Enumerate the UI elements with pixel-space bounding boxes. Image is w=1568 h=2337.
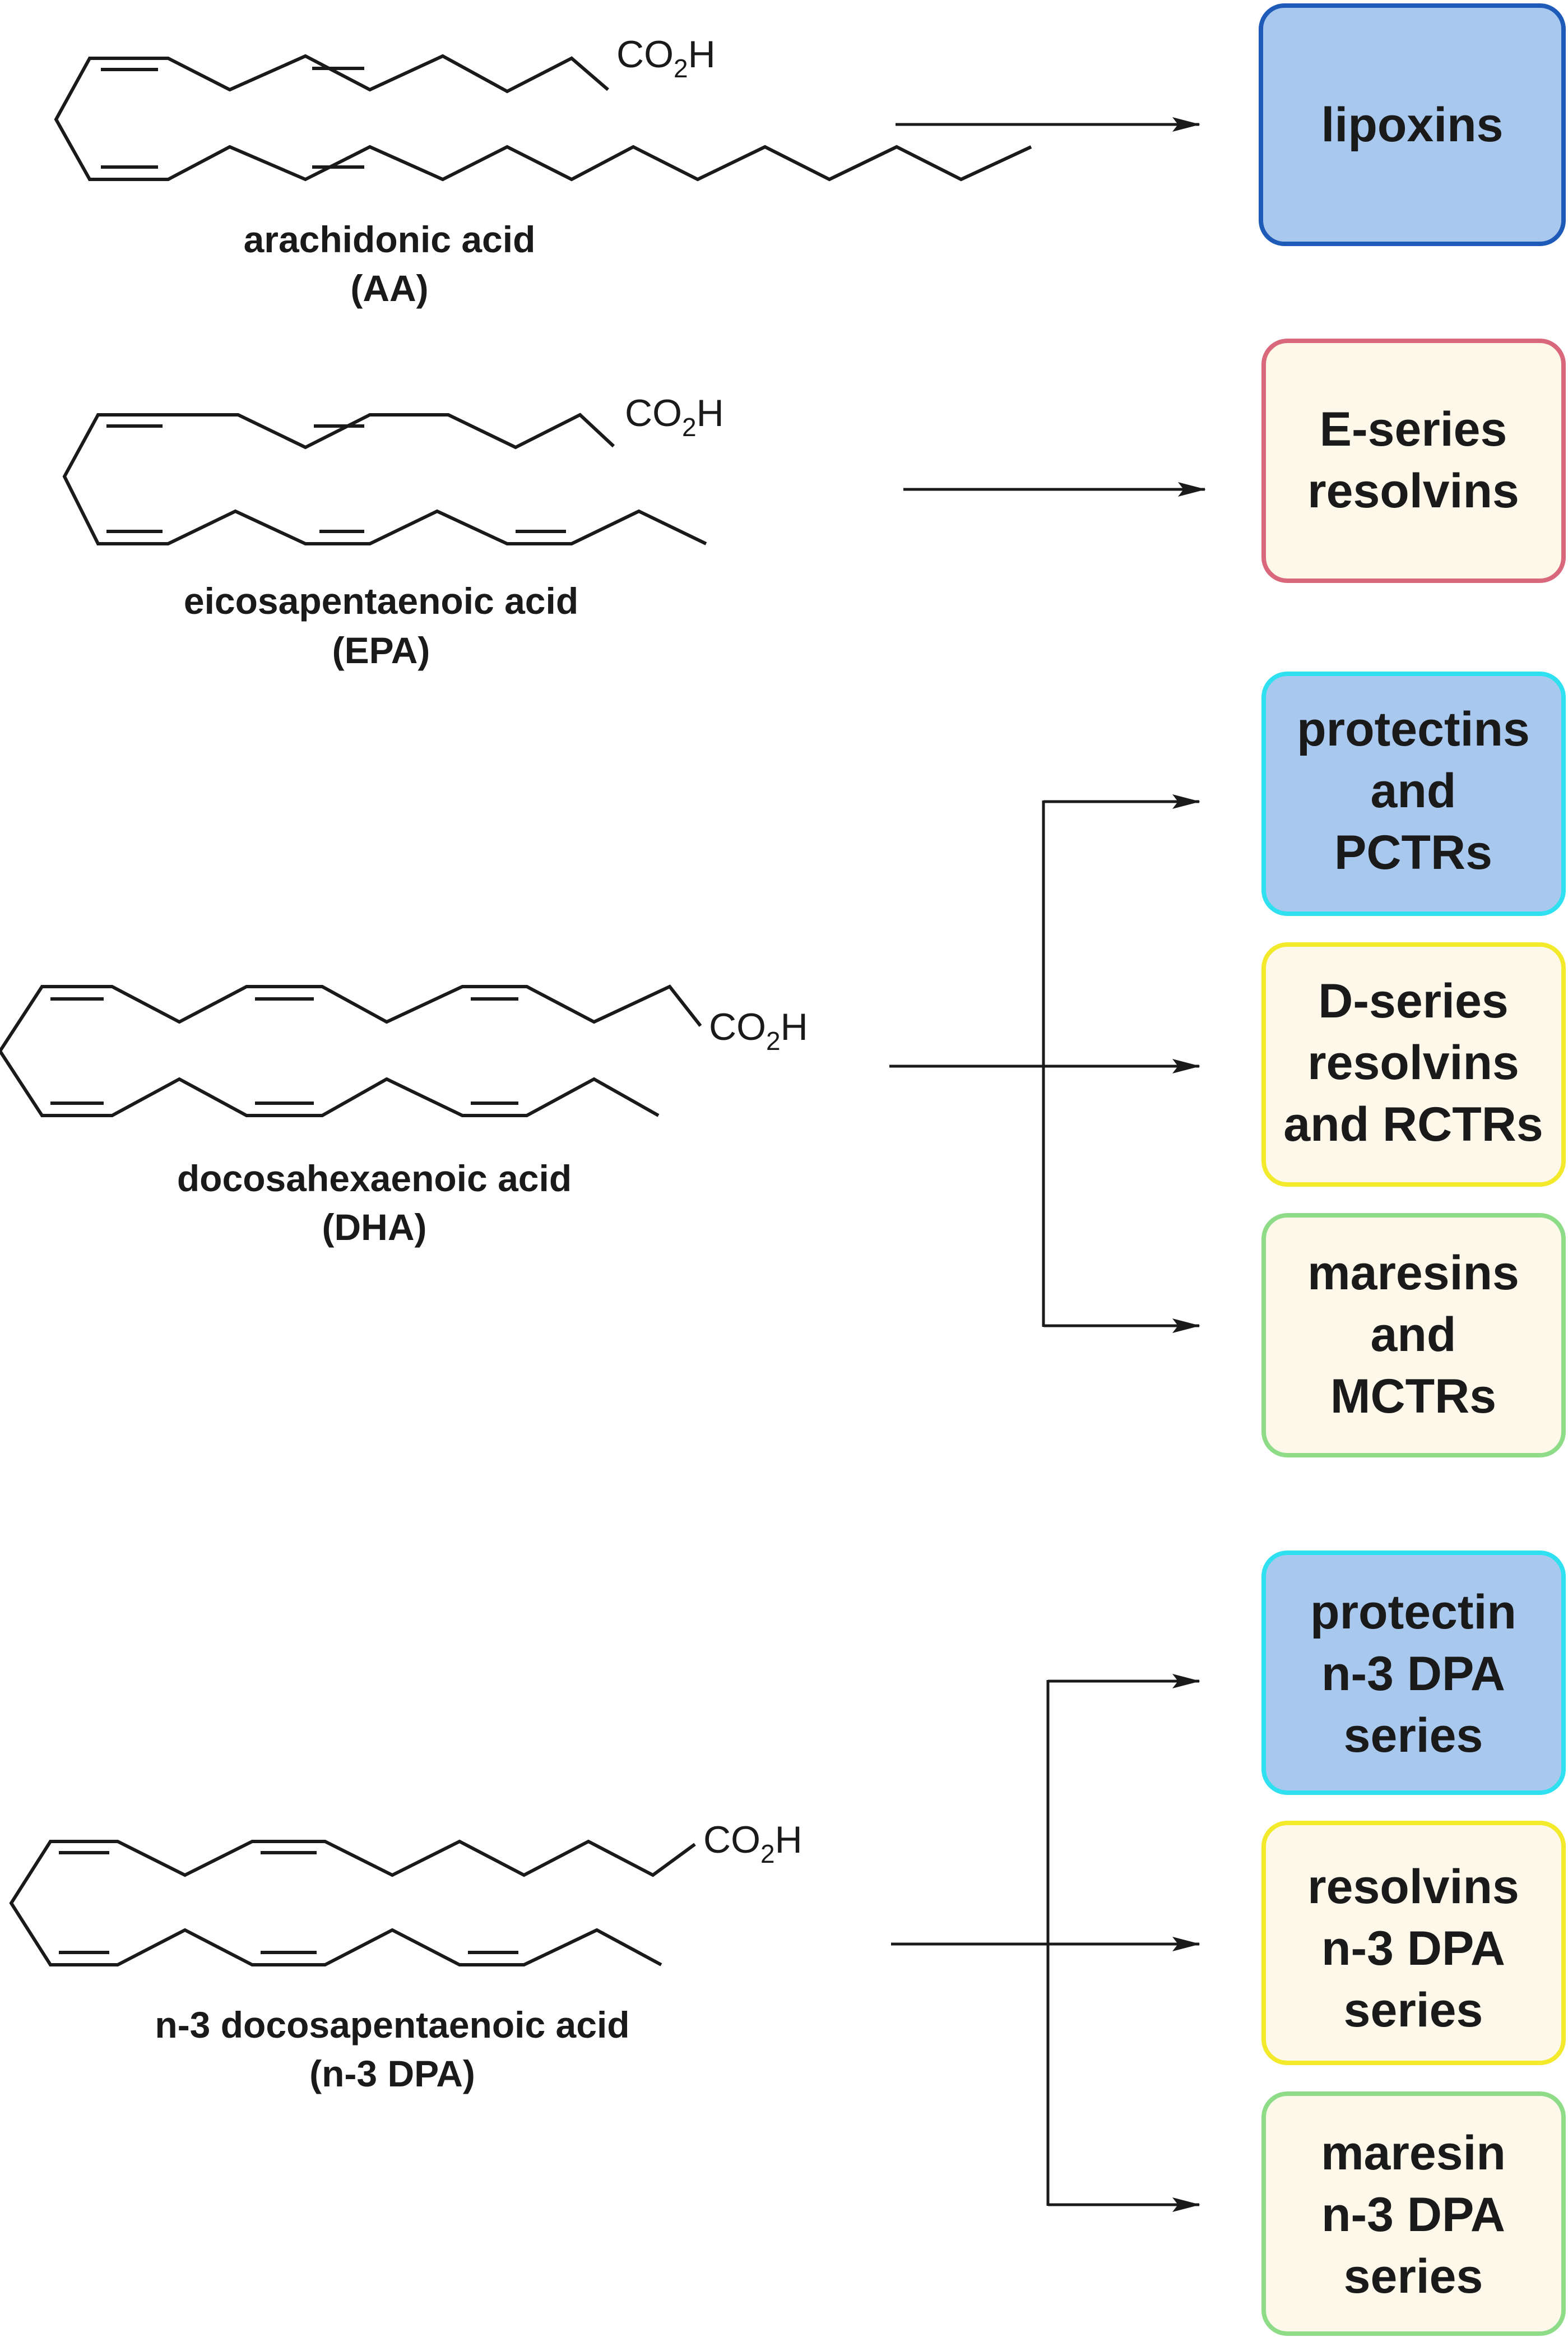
box-maresins-line-2: and (1371, 1308, 1456, 1362)
box-maresin-dpa-frame (1261, 2091, 1566, 2336)
epa-double-bond-lines (106, 424, 566, 533)
dpa-abbreviation: (n-3 DPA) (309, 2053, 475, 2094)
box-resolvins-dpa-line-1: resolvins (1307, 1860, 1519, 1914)
box-resolvins-dpa-line-3: series (1344, 1983, 1483, 2037)
product-boxes: lipoxins E-series resolvins protectins a… (1259, 3, 1566, 2336)
box-lipoxins-line-1: lipoxins (1321, 98, 1504, 152)
box-protectins-line-1: protectins (1297, 702, 1530, 756)
box-maresins-mctrs: maresins and MCTRs (1261, 1213, 1566, 1457)
dha-abbreviation: (DHA) (322, 1206, 427, 1248)
box-resolvins-dpa-line-2: n-3 DPA (1321, 1922, 1505, 1975)
aa-carboxyl-group: CO2H (616, 33, 716, 83)
arrows (889, 117, 1206, 2212)
box-protectins-line-2: and (1371, 764, 1456, 818)
box-d-series-line-2: resolvins (1307, 1036, 1519, 1090)
box-resolvins-dpa-frame (1261, 1821, 1566, 2065)
box-protectins-line-3: PCTRs (1334, 826, 1492, 880)
box-d-series-line-1: D-series (1318, 974, 1508, 1028)
dpa-name: n-3 docosapentaenoic acid (155, 2004, 629, 2046)
box-lipoxins: lipoxins (1259, 3, 1566, 246)
dha-double-bond-lines (50, 997, 518, 1105)
box-maresin-dpa: maresin n-3 DPA series (1261, 2091, 1566, 2336)
aa-abbreviation: (AA) (350, 267, 428, 309)
molecule-docosahexaenoic-acid: CO2H docosahexaenoic acid (DHA) (0, 984, 808, 1248)
box-d-series-line-3: and RCTRs (1283, 1098, 1543, 1151)
box-maresin-dpa-line-2: n-3 DPA (1321, 2188, 1505, 2242)
aa-carbon-chain (54, 54, 1032, 182)
box-protectin-dpa-frame (1261, 1551, 1566, 1795)
box-maresins-frame (1261, 1213, 1566, 1457)
epa-abbreviation: (EPA) (332, 630, 430, 671)
aa-name: arachidonic acid (244, 219, 536, 260)
box-resolvins-dpa: resolvins n-3 DPA series (1261, 1821, 1566, 2065)
molecule-eicosapentaenoic-acid: CO2H eicosapentaenoic acid (EPA) (62, 392, 724, 671)
box-protectins-pctrs: protectins and PCTRs (1261, 672, 1566, 916)
epa-name: eicosapentaenoic acid (184, 580, 578, 622)
box-protectin-dpa: protectin n-3 DPA series (1261, 1551, 1566, 1795)
box-e-series-line-1: E-series (1320, 402, 1507, 456)
box-protectin-dpa-line-2: n-3 DPA (1321, 1647, 1505, 1701)
molecule-n3-docosapentaenoic-acid: CO2H n-3 docosapentaenoic acid (n-3 DPA) (9, 1818, 802, 2094)
dpa-double-bond-lines (59, 1851, 518, 1954)
box-maresin-dpa-line-3: series (1344, 2250, 1483, 2303)
box-e-series-line-2: resolvins (1307, 464, 1519, 518)
box-d-series-resolvins: D-series resolvins and RCTRs (1261, 942, 1566, 1187)
dha-carbon-chain (0, 984, 702, 1117)
dpa-carboxyl-group: CO2H (703, 1818, 802, 1868)
box-d-series-frame (1261, 942, 1566, 1187)
dha-name: docosahexaenoic acid (177, 1158, 572, 1199)
box-maresin-dpa-line-1: maresin (1321, 2126, 1506, 2180)
box-maresins-line-1: maresins (1307, 1246, 1519, 1300)
molecule-arachidonic-acid: CO2H arachidonic acid (AA) (54, 33, 1032, 309)
box-protectin-dpa-line-3: series (1344, 1709, 1483, 1762)
box-e-series-resolvins: E-series resolvins (1261, 339, 1566, 583)
aa-double-bond-lines (101, 67, 364, 169)
box-protectins-frame (1261, 672, 1566, 916)
box-lipoxins-frame (1259, 3, 1566, 246)
box-maresins-line-3: MCTRs (1330, 1369, 1496, 1423)
dpa-carbon-chain (9, 1839, 696, 1966)
epa-carboxyl-group: CO2H (625, 392, 724, 442)
box-e-series-frame (1261, 339, 1566, 583)
epa-carbon-chain (62, 413, 707, 545)
dha-carboxyl-group: CO2H (709, 1006, 808, 1056)
box-protectin-dpa-line-1: protectin (1310, 1585, 1516, 1639)
